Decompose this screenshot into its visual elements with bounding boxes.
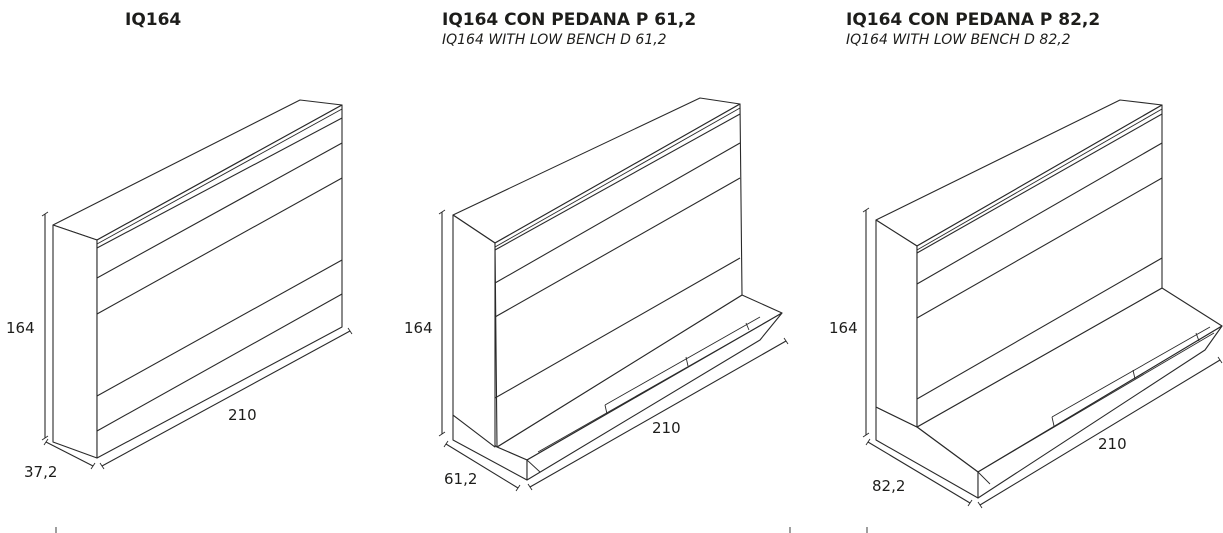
model-1-panel-line — [96, 142, 343, 279]
model-1-panel-line — [96, 177, 343, 315]
model-2-front-face — [494, 103, 743, 448]
model-2-panel-line — [494, 257, 741, 399]
model-2-panel-line — [494, 177, 741, 318]
model-2-subtitle: IQ164 WITH LOW BENCH D 61,2 — [442, 32, 667, 48]
model-3-panel-line — [916, 142, 1163, 285]
model-1-panel-line — [96, 259, 343, 397]
model-2-width-dimension — [529, 340, 787, 488]
model-1-panel-line — [96, 117, 343, 249]
model-3-depth-label: 82,2 — [872, 477, 905, 495]
model-1-depth-dimension — [45, 441, 94, 467]
model-1-width-dimension — [101, 330, 351, 467]
model-3-panel-line — [916, 257, 1163, 400]
model-3-bench-front — [977, 325, 1223, 499]
model-3-depth-dimension — [867, 441, 971, 504]
model-2-panel-line — [494, 142, 741, 284]
model-3-width-dimension — [979, 359, 1221, 506]
model-1-width-label: 210 — [228, 406, 257, 424]
model-3-width-label: 210 — [1098, 435, 1127, 453]
model-3-panel-line — [916, 113, 1163, 254]
model-1-height-label: 164 — [6, 319, 35, 337]
model-2-depth-dimension — [445, 443, 519, 489]
model-1-side-face — [52, 224, 98, 459]
model-1-title: IQ164 — [125, 10, 182, 30]
model-2-panel-line — [494, 113, 741, 251]
model-3-subtitle: IQ164 WITH LOW BENCH D 82,2 — [846, 32, 1071, 48]
model-2-title: IQ164 CON PEDANA P 61,2 — [442, 10, 697, 30]
model-1-depth-label: 37,2 — [24, 463, 57, 481]
model-3-height-label: 164 — [829, 319, 858, 337]
model-3-title: IQ164 CON PEDANA P 82,2 — [846, 10, 1101, 30]
model-2-height-label: 164 — [404, 319, 433, 337]
model-2-side-face — [452, 214, 496, 448]
model-2-drawing: 164 210 61,2 — [404, 97, 789, 492]
model-3-drawing: 164 210 82,2 — [829, 99, 1223, 509]
model-3-panel-line — [916, 177, 1163, 319]
model-3-side-face — [875, 219, 918, 428]
model-2-width-label: 210 — [652, 419, 681, 437]
model-1-panel-line — [96, 293, 343, 432]
model-1-drawing: 164 210 37,2 — [6, 99, 353, 481]
model-2-depth-label: 61,2 — [444, 470, 477, 488]
